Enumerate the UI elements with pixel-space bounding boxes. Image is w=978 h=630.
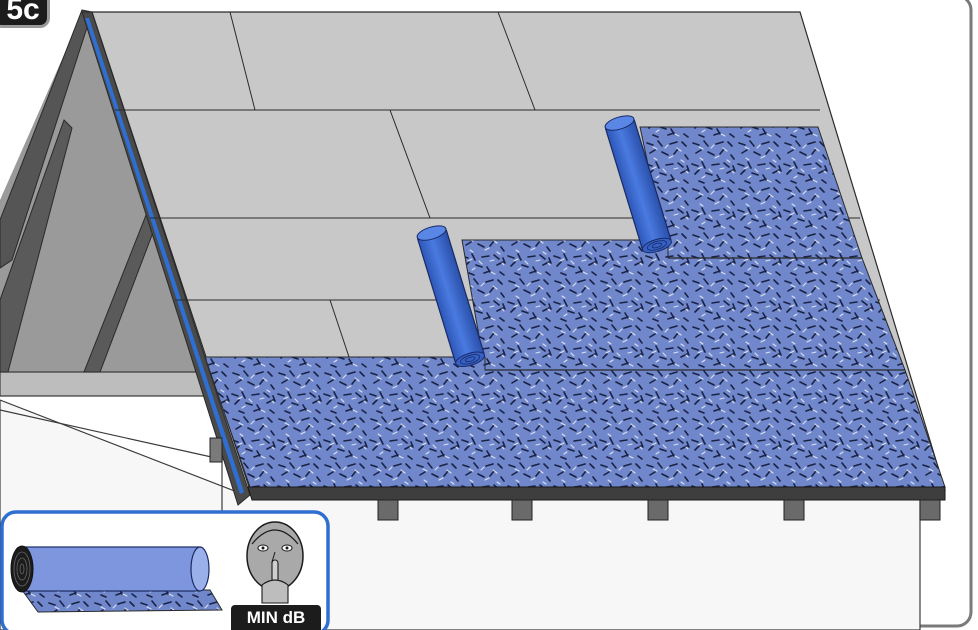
underlay-roll-icon-sheet: [22, 590, 222, 612]
joist-end: [648, 500, 668, 520]
attic-ceiling: [0, 372, 212, 396]
joist-end: [784, 500, 804, 520]
eaves-board: [248, 487, 945, 500]
min-db-badge: MIN dB: [231, 605, 321, 630]
joist-end: [378, 500, 398, 520]
underlay-roll-icon: [22, 547, 200, 591]
wall-post: [210, 438, 222, 462]
joist-end: [920, 500, 940, 520]
joist-end: [512, 500, 532, 520]
underlay-strip-bottom: [205, 357, 945, 487]
step-number-badge: 5c: [0, 0, 50, 28]
underlay-strip-middle: [462, 240, 905, 370]
